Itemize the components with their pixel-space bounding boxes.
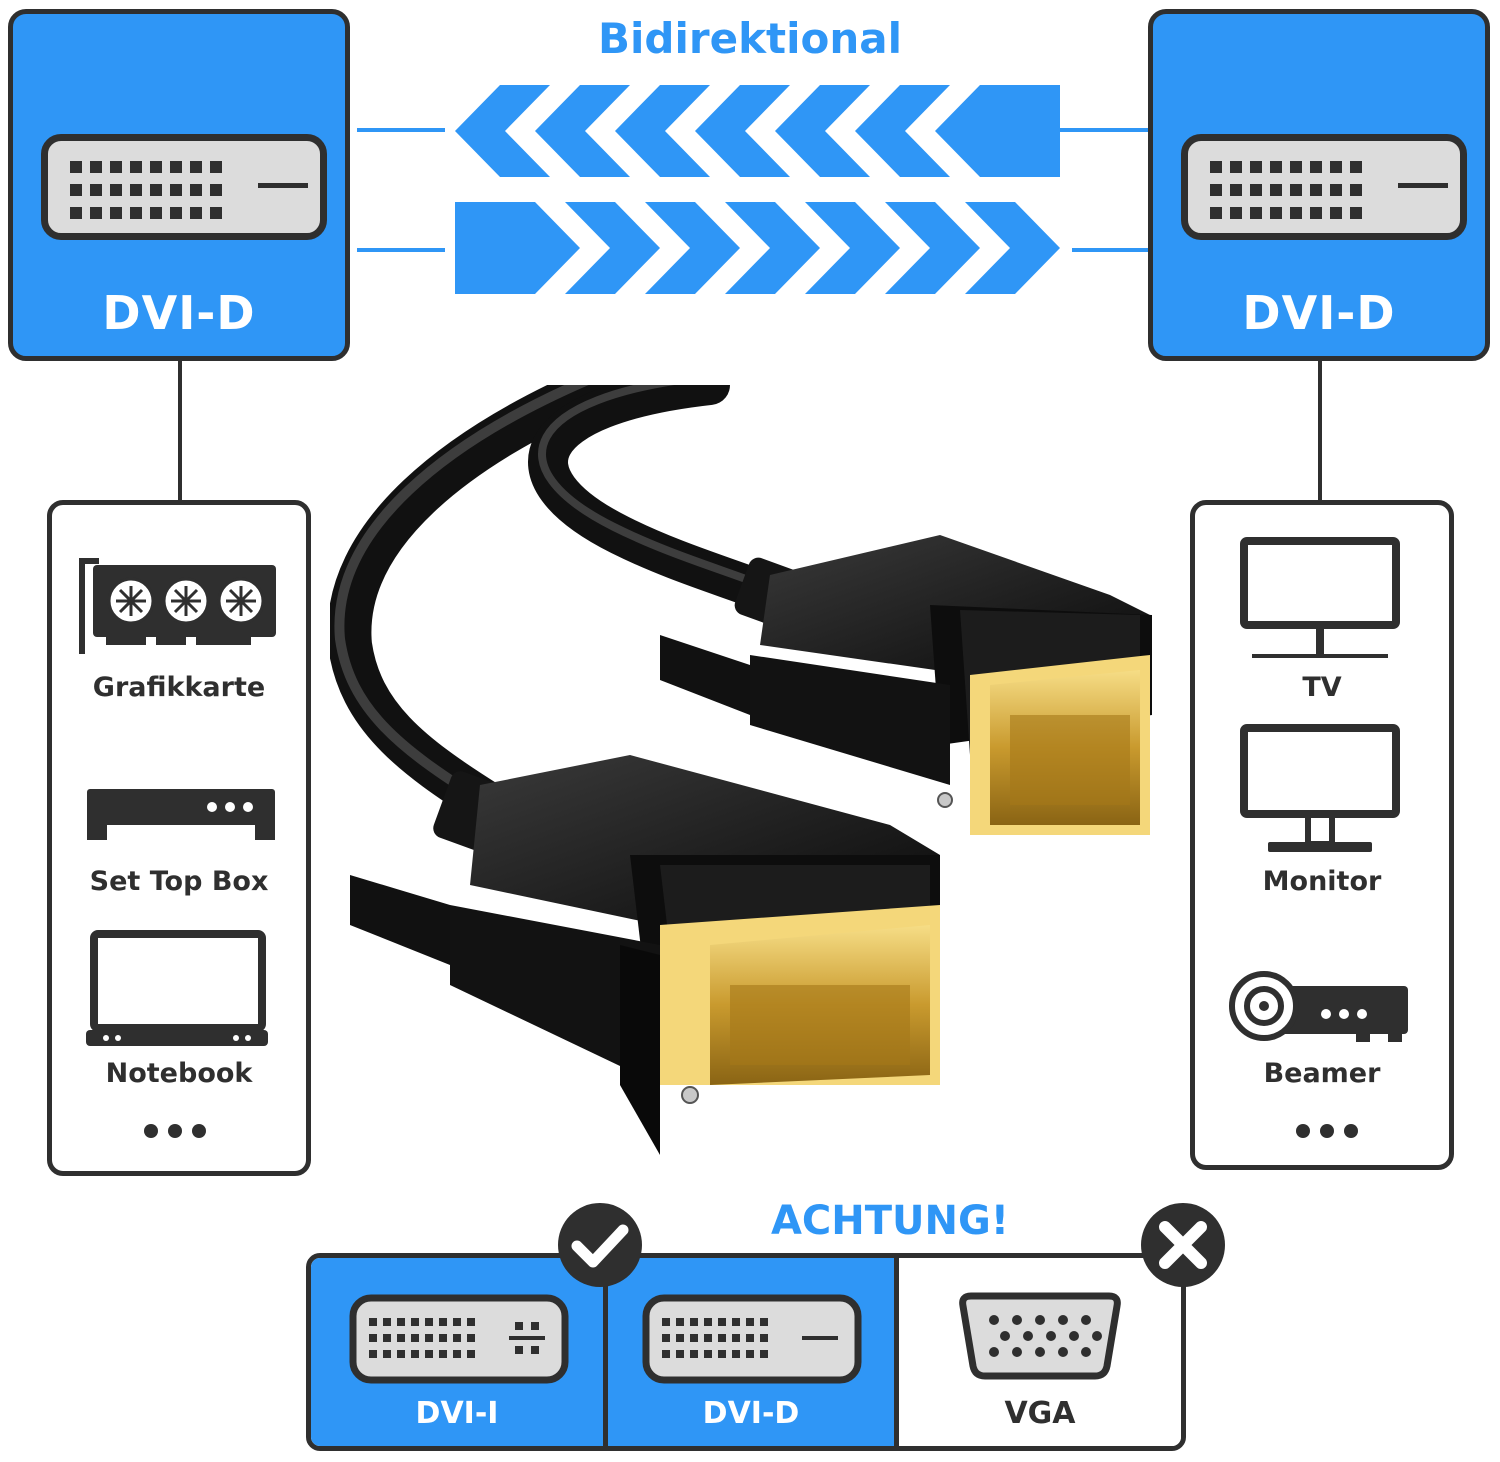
device-label-set-top-box: Set Top Box <box>89 866 269 897</box>
dvi-d-port-icon <box>1181 134 1467 240</box>
connector-line <box>178 361 182 503</box>
divider <box>894 1258 899 1446</box>
compatibility-strip: DVI-I DVI-D VGA <box>306 1253 1186 1451</box>
compat-dvi-i: DVI-I <box>311 1258 603 1446</box>
more-icon <box>1296 1124 1358 1138</box>
graphics-card-icon <box>79 558 276 654</box>
compat-label-dvi-d: DVI-D <box>702 1396 800 1431</box>
divider <box>603 1258 608 1446</box>
set-top-box-icon <box>87 789 275 840</box>
device-label-grafikkarte: Grafikkarte <box>92 672 266 703</box>
notebook-icon <box>86 930 268 1046</box>
link-line <box>1038 128 1148 132</box>
device-label-beamer: Beamer <box>1263 1058 1381 1089</box>
device-label-monitor: Monitor <box>1262 866 1382 897</box>
monitor-icon <box>1240 724 1400 852</box>
right-devices-panel <box>1190 500 1454 1170</box>
dvi-d-port-icon <box>642 1294 862 1384</box>
link-line <box>1072 248 1148 252</box>
compat-vga: VGA <box>899 1258 1181 1446</box>
left-arrows-icon <box>455 85 1060 177</box>
projector-icon <box>1229 971 1408 1042</box>
compat-dvi-d: DVI-D <box>608 1258 894 1446</box>
check-icon <box>558 1203 642 1287</box>
cross-icon <box>1141 1203 1225 1287</box>
dvi-d-port-icon <box>41 134 327 240</box>
compat-label-dvi-i: DVI-I <box>415 1396 499 1431</box>
device-label-notebook: Notebook <box>105 1058 253 1089</box>
dvi-i-port-icon <box>349 1294 569 1384</box>
warning-title: ACHTUNG! <box>770 1198 1010 1244</box>
right-arrows-icon <box>455 202 1060 294</box>
link-line <box>357 248 445 252</box>
dvi-cable-image <box>330 385 1152 1155</box>
device-label-tv: TV <box>1302 672 1342 703</box>
page-title: Bidirektional <box>598 14 902 63</box>
compat-label-vga: VGA <box>1004 1396 1076 1431</box>
more-icon <box>144 1124 206 1138</box>
left-connector-box: DVI-D <box>8 9 350 361</box>
right-connector-box: DVI-D <box>1148 9 1490 361</box>
tv-icon <box>1240 537 1400 658</box>
right-connector-label: DVI-D <box>1242 286 1396 340</box>
link-line <box>357 128 445 132</box>
left-connector-label: DVI-D <box>102 286 256 340</box>
connector-line <box>1318 361 1322 503</box>
vga-port-icon <box>959 1292 1121 1380</box>
